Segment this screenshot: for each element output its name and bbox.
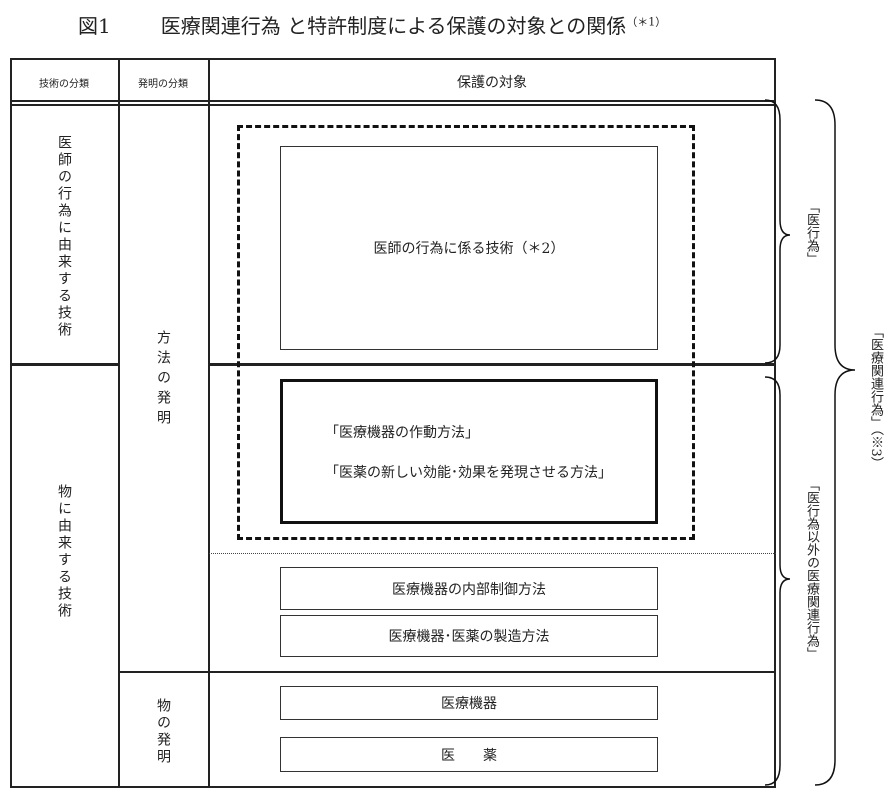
dashed-boundary xyxy=(237,125,695,540)
box-doctor-tech: 医師の行為に係る技術（＊2） xyxy=(280,146,658,350)
table-frame xyxy=(10,58,776,788)
brace-medical-act xyxy=(764,99,791,364)
brace-non-medical-act xyxy=(764,376,791,786)
title-text: 医療関連行為 と特許制度による保護の対象との関係 xyxy=(160,14,627,38)
row-divider xyxy=(118,671,776,673)
row-divider xyxy=(208,363,776,366)
header-invention-classification: 発明の分類 xyxy=(138,79,188,90)
box-manufacturing-method: 医療機器･医薬の製造方法 xyxy=(280,615,658,657)
box-drug: 医 薬 xyxy=(280,737,658,772)
figure-title: 図1 医療関連行為 と特許制度による保護の対象との関係（＊1） xyxy=(78,10,666,39)
header-divider xyxy=(10,100,776,102)
row-label-doctor-tech: 医師の行為に由来する技術 xyxy=(56,135,72,339)
label-medical-related: 「医療関連行為」（※3） xyxy=(868,325,883,470)
brace-medical-related xyxy=(814,99,856,786)
col-divider xyxy=(208,58,210,788)
box-medical-device: 医療機器 xyxy=(280,686,658,720)
braces xyxy=(764,99,856,786)
label-non-medical-act: 「医行為以外の医療関連行為」 xyxy=(804,478,819,660)
figure-number: 図1 xyxy=(78,14,111,38)
text-device-operation: 「医療機器の作動方法」 xyxy=(325,424,479,441)
header-tech-classification: 技術の分類 xyxy=(39,79,89,90)
dotted-divider xyxy=(209,553,776,554)
row-label-method-invention: 方法の発明 xyxy=(155,330,171,430)
col-divider xyxy=(118,58,120,788)
header-divider xyxy=(10,104,776,106)
header-protection-target: 保護の対象 xyxy=(457,75,527,91)
row-label-thing-tech: 物に由来する技術 xyxy=(56,484,72,620)
row-label-thing-invention: 物の発明 xyxy=(155,698,171,766)
text-drug-new-effect: 「医薬の新しい効能･効果を発現させる方法」 xyxy=(325,464,612,481)
label-medical-act: 「医行為」 xyxy=(804,200,819,265)
title-note: （＊1） xyxy=(626,15,667,29)
box-device-internal-control: 医療機器の内部制御方法 xyxy=(280,567,658,610)
row-divider xyxy=(10,363,118,366)
box-method-usage: 「医療機器の作動方法」 「医薬の新しい効能･効果を発現させる方法」 xyxy=(280,379,658,524)
